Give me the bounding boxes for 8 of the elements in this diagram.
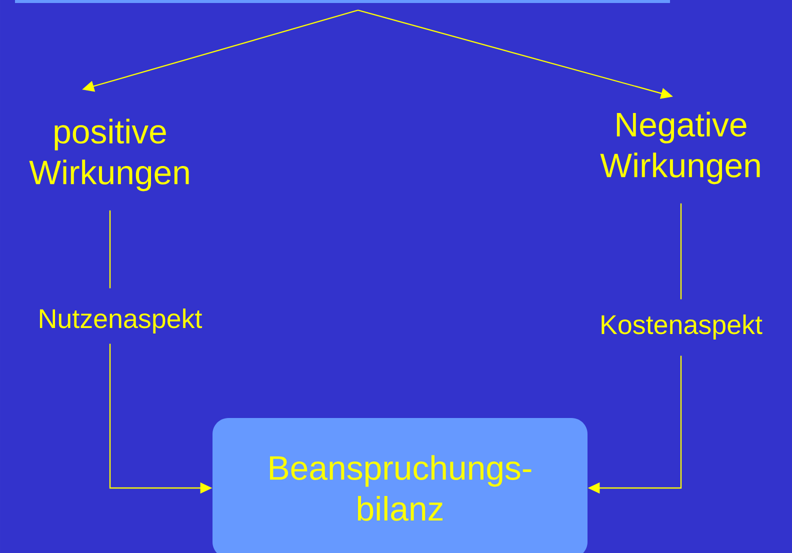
text-label: Nutzenaspekt [40,308,202,334]
text-label: Negative Wirkungen [600,112,760,184]
text-label: positive Wirkungen [29,118,189,192]
text-label: Kostenaspekt [602,314,762,340]
header-bar [15,0,670,3]
connector-line [680,203,682,300]
connector-line [109,210,111,288]
result-box: Beanspruchungs- bilanz [212,418,588,553]
